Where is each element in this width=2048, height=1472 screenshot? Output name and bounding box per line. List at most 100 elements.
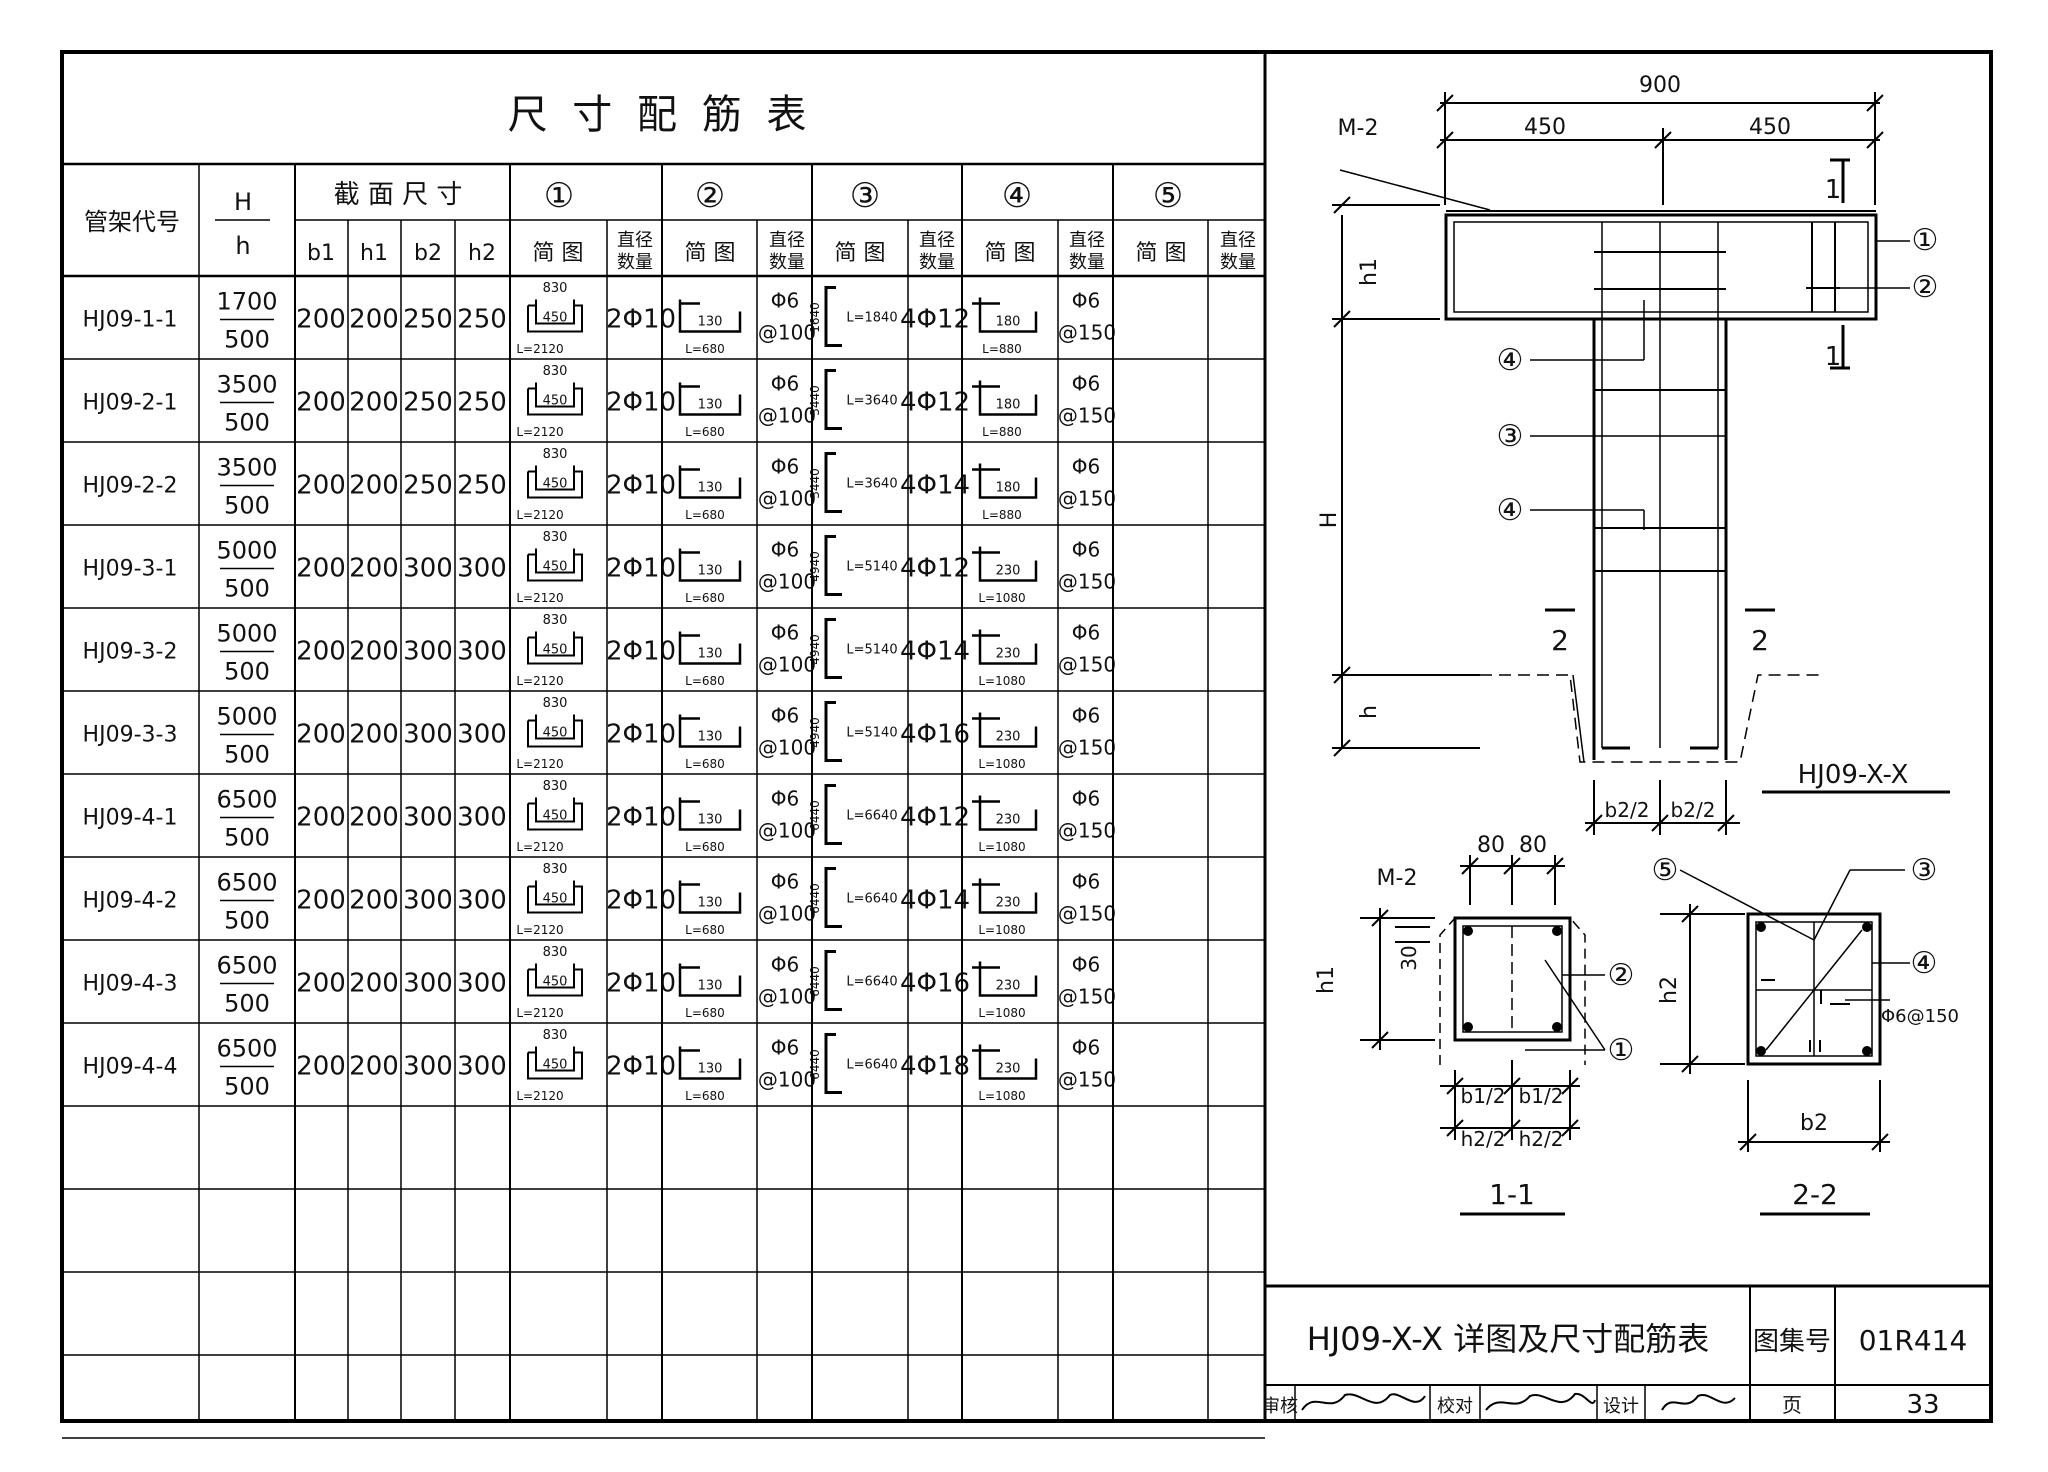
section-mark-1-bottom: 1 <box>1825 342 1842 372</box>
sketch4-len: L=880 <box>982 508 1022 522</box>
row-qty-2a: Φ6 <box>771 1036 799 1060</box>
plate-m2: M-2 <box>1338 116 1379 141</box>
row-h2: 250 <box>457 305 507 335</box>
sketch1-top: 830 <box>543 281 568 296</box>
row-code: HJ09-3-3 <box>83 723 178 748</box>
row-b2: 300 <box>403 886 453 916</box>
section2-tag-4: ④ <box>1911 946 1938 981</box>
sketch4-len: L=1080 <box>978 757 1025 771</box>
sketch4-width: 230 <box>996 1062 1021 1077</box>
sketch4-width: 180 <box>996 315 1021 330</box>
sketch1-mid: 450 <box>543 643 568 658</box>
sketch2-len: L=680 <box>685 591 725 605</box>
sketch3-vert: 6440 <box>808 1049 822 1080</box>
row-qty-4a: Φ6 <box>1072 870 1100 894</box>
row-qty-2b: @100 <box>758 570 816 594</box>
plate-m2-section: M-2 <box>1377 866 1418 891</box>
row-b1: 200 <box>296 305 346 335</box>
row-H: 3500 <box>216 454 277 482</box>
row-h2: 300 <box>457 803 507 833</box>
row-qty-4a: Φ6 <box>1072 1036 1100 1060</box>
row-code: HJ09-4-3 <box>83 972 178 997</box>
sketch3-vert: 6440 <box>808 800 822 831</box>
row-qty-1: 2Φ10 <box>606 886 676 916</box>
sketch4-width: 230 <box>996 647 1021 662</box>
sketch-header-3: 简 图 <box>835 241 886 266</box>
sketch1-mid: 450 <box>543 1058 568 1073</box>
row-qty-1: 2Φ10 <box>606 1052 676 1082</box>
row-h: 500 <box>224 658 270 686</box>
row-qty-4b: @150 <box>1058 653 1116 677</box>
sketch4-width: 230 <box>996 896 1021 911</box>
sketch1-top: 830 <box>543 945 568 960</box>
sketch-header-4: 简 图 <box>985 241 1036 266</box>
row-qty-4a: Φ6 <box>1072 455 1100 479</box>
sketch-header-5: 简 图 <box>1136 241 1187 266</box>
qty-header-2-4: 数量 <box>1069 252 1105 273</box>
row-qty-2b: @100 <box>758 985 816 1009</box>
row-qty-4b: @150 <box>1058 985 1116 1009</box>
sketch1-mid: 450 <box>543 477 568 492</box>
page-number: 33 <box>1906 1390 1939 1420</box>
dim-h2-half-right: h2/2 <box>1519 1127 1564 1151</box>
row-h: 500 <box>224 409 270 437</box>
signature-design <box>1661 1393 1736 1411</box>
title-block-labels: HJ09-X-X 详图及尺寸配筋表 图集号 01R414 审核 校对 设计 页 … <box>1262 1320 1967 1420</box>
label-h2-section: h2 <box>1657 976 1682 1004</box>
row-qty-1: 2Φ10 <box>606 720 676 750</box>
row-h1: 200 <box>349 720 399 750</box>
row-H: 1700 <box>216 288 277 316</box>
section1-tag-2: ② <box>1608 958 1635 993</box>
row-qty-4a: Φ6 <box>1072 953 1100 977</box>
header-H: H <box>234 188 252 216</box>
row-qty-4b: @150 <box>1058 736 1116 760</box>
sketch4-len: L=880 <box>982 425 1022 439</box>
sketch4-len: L=1080 <box>978 591 1025 605</box>
signature-check <box>1485 1392 1596 1411</box>
section-1-1-drawing <box>1360 855 1606 1216</box>
label-H-elev: H <box>1317 512 1342 529</box>
row-qty-2a: Φ6 <box>771 787 799 811</box>
sketch3-len: L=6640 <box>846 892 897 907</box>
sketch1-len: L=2120 <box>516 342 563 356</box>
sketch1-top: 830 <box>543 1028 568 1043</box>
row-qty-1: 2Φ10 <box>606 637 676 667</box>
qty-header-5: 直径 <box>1220 230 1256 251</box>
row-h2: 300 <box>457 969 507 999</box>
sketch3-vert: 3440 <box>808 385 822 416</box>
sketch3-len: L=3640 <box>846 394 897 409</box>
row-qty-3: 4Φ14 <box>900 886 970 916</box>
row-H: 6500 <box>216 1035 277 1063</box>
row-b2: 250 <box>403 471 453 501</box>
row-h: 500 <box>224 824 270 852</box>
row-b2: 300 <box>403 803 453 833</box>
section2-tag-3: ③ <box>1911 853 1938 888</box>
qty-header-4: 直径 <box>1069 230 1105 251</box>
row-qty-2b: @100 <box>758 902 816 926</box>
row-qty-4b: @150 <box>1058 819 1116 843</box>
row-code: HJ09-2-1 <box>83 391 178 416</box>
row-qty-2a: Φ6 <box>771 953 799 977</box>
bar-tag-1: ① <box>1912 223 1939 258</box>
page-label: 页 <box>1782 1393 1802 1417</box>
bar-group-1: ① <box>544 176 574 216</box>
sketch1-len: L=2120 <box>516 591 563 605</box>
